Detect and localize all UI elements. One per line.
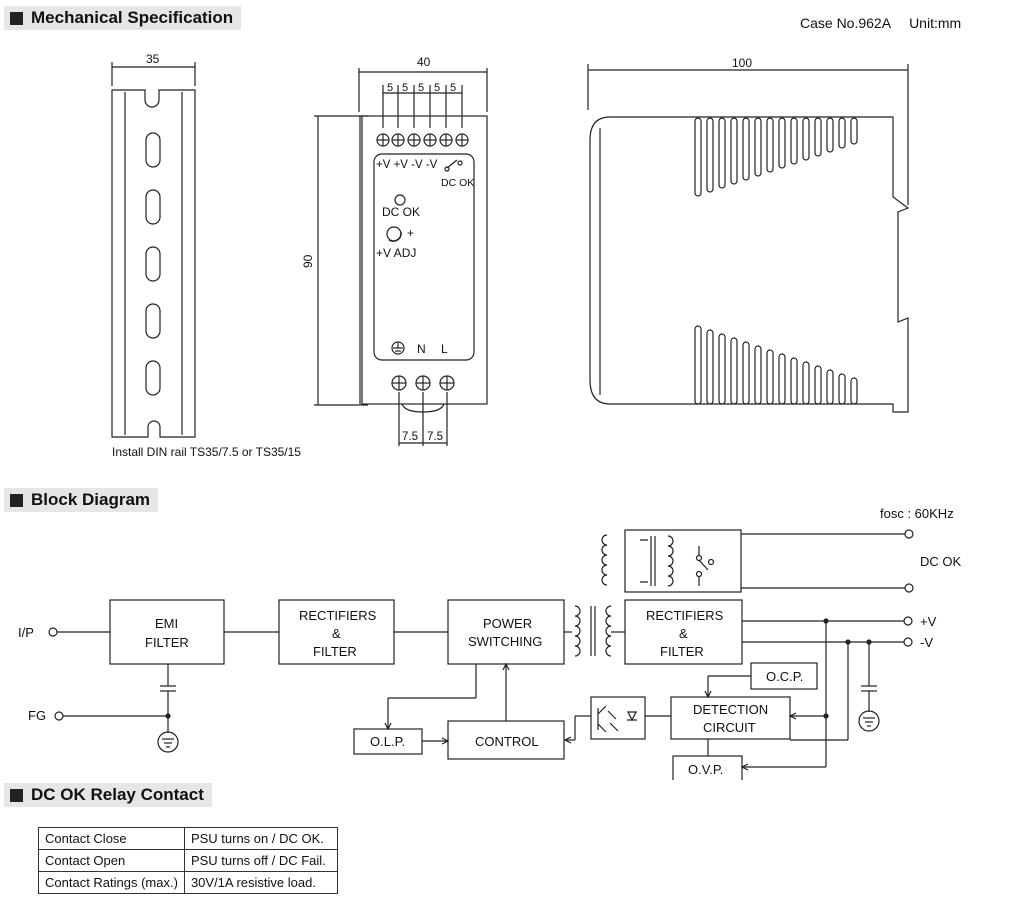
diagram-label: EMI	[155, 616, 178, 631]
input-n-label: N	[417, 342, 426, 356]
diagram-label: O.V.P.	[688, 762, 723, 777]
optocoupler-icon	[597, 705, 637, 733]
table-row: Contact Close PSU turns on / DC OK.	[38, 827, 338, 850]
fg-label: FG	[28, 708, 46, 723]
diagram-label: &	[332, 626, 341, 641]
relay-transformer-icon	[601, 534, 608, 586]
optocoupler-block	[590, 696, 646, 740]
install-note: Install DIN rail TS35/7.5 or TS35/15	[112, 445, 301, 459]
section-title-relay: DC OK Relay Contact	[4, 783, 212, 807]
adj-plus: +	[407, 226, 414, 240]
terminal-labels: +V +V -V -V	[376, 159, 438, 171]
fosc-label: fosc : 60KHz	[880, 506, 954, 521]
dim-pitch-3: 5	[418, 82, 424, 94]
case-number: Case No.962A	[800, 15, 892, 31]
dim-pitch-4: 5	[434, 82, 440, 94]
section-bullet-icon	[10, 788, 23, 802]
section-title-mechanical: Mechanical Specification	[4, 6, 242, 30]
dim-front-width: 40	[417, 55, 431, 69]
section-bullet-icon	[10, 493, 23, 507]
led-label: DC OK	[382, 205, 420, 219]
diagram-label: FILTER	[145, 635, 189, 650]
emi-filter-block	[109, 599, 225, 665]
power-switching-block	[447, 599, 565, 665]
relay-contact-table: Contact Close PSU turns on / DC OK. Cont…	[38, 827, 338, 894]
earth-ground-icon	[157, 731, 179, 753]
dim-input-pitch-1: 7.5	[402, 431, 418, 443]
section-title-block: Block Diagram	[4, 488, 159, 512]
plus-v-label: +V	[920, 614, 937, 629]
diagram-label: CIRCUIT	[703, 720, 756, 735]
dim-pitch-2: 5	[402, 82, 408, 94]
dc-ok-contact-label: DC OK	[441, 177, 474, 189]
mechanical-drawing: 35 Install DIN rail TS35/7.5 or TS35/15 …	[111, 52, 910, 459]
table-value: PSU turns off / DC Fail.	[183, 849, 338, 872]
dim-input-pitch-2: 7.5	[427, 431, 443, 443]
lower-vents	[694, 325, 858, 405]
diagram-label: SWITCHING	[468, 634, 542, 649]
dc-ok-relay-block	[624, 529, 742, 593]
table-key: Contact Close	[38, 827, 185, 850]
output-terminals	[376, 133, 469, 147]
block-diagram: fosc : 60KHz DC OK I/P FG +V -V EMI FILT…	[18, 506, 962, 780]
relay-coil-icon	[640, 535, 715, 587]
section-bullet-icon	[10, 11, 23, 25]
detection-circuit-block	[670, 696, 791, 740]
dim-rail-width: 35	[146, 52, 160, 66]
diagram-label: DETECTION	[693, 702, 768, 717]
front-view-drawing: 40 5 5 5 5 5 90 +V +V -V -V DC OK DC OK	[301, 55, 488, 446]
dim-pitch-5: 5	[450, 82, 456, 94]
diagram-label: RECTIFIERS	[299, 608, 377, 623]
diagram-label: RECTIFIERS	[646, 608, 724, 623]
input-l-label: L	[441, 342, 448, 356]
dim-side-depth: 100	[732, 56, 752, 70]
side-view-drawing: 100	[587, 56, 910, 413]
table-value: PSU turns on / DC OK.	[183, 827, 338, 850]
table-key: Contact Ratings (max.)	[38, 871, 185, 894]
minus-v-label: -V	[920, 635, 933, 650]
din-rail-drawing: 35 Install DIN rail TS35/7.5 or TS35/15	[111, 52, 301, 459]
table-row: Contact Ratings (max.) 30V/1A resistive …	[38, 871, 338, 894]
case-info: Case No.962A Unit:mm	[800, 15, 979, 31]
diagram-label: FILTER	[313, 644, 357, 659]
diagram-label: O.C.P.	[766, 669, 803, 684]
unit-label: Unit:mm	[909, 15, 962, 31]
ground-icon	[391, 341, 405, 355]
table-row: Contact Open PSU turns off / DC Fail.	[38, 849, 338, 872]
output-ground-icon	[858, 710, 880, 732]
dc-ok-led-icon	[394, 194, 406, 206]
diagram-label: CONTROL	[475, 734, 539, 749]
ip-label: I/P	[18, 625, 34, 640]
diagram-label: POWER	[483, 616, 532, 631]
diagram-label: O.L.P.	[370, 734, 405, 749]
adj-label: +V ADJ	[376, 246, 416, 260]
table-value: 30V/1A resistive load.	[183, 871, 338, 894]
table-key: Contact Open	[38, 849, 185, 872]
dim-pitch-1: 5	[387, 82, 393, 94]
transformer-icon	[564, 605, 625, 657]
diagram-label: &	[679, 626, 688, 641]
output-rectifier-block	[624, 599, 743, 665]
input-terminals	[391, 375, 455, 391]
dc-ok-output-label: DC OK	[920, 554, 962, 569]
upper-vents	[694, 117, 858, 197]
diagram-label: FILTER	[660, 644, 704, 659]
dim-height: 90	[301, 254, 315, 268]
